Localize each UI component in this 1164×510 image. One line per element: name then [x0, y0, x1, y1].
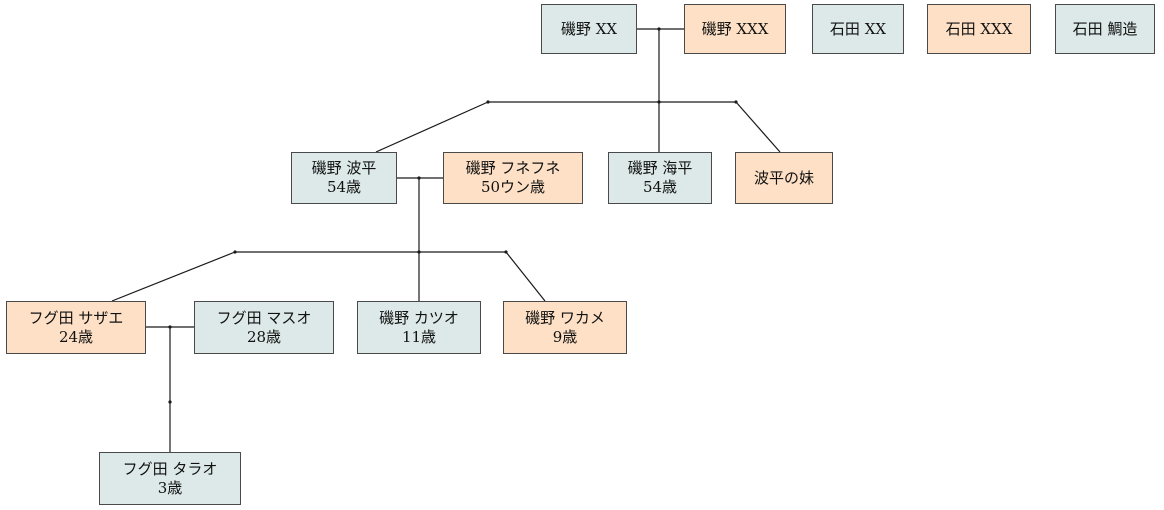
- person-masuo[interactable]: フグ田 マスオ 28歳: [194, 301, 334, 354]
- person-name: 磯野 波平: [311, 159, 377, 177]
- person-name: フグ田 マスオ: [216, 308, 312, 327]
- branch-to-sister: [735, 101, 781, 153]
- person-katsuo[interactable]: 磯野 カツオ 11歳: [357, 301, 481, 354]
- person-name: 石田 XX: [829, 19, 887, 38]
- person-name: フグ田 サザエ: [28, 308, 124, 327]
- junction-dot: [417, 176, 421, 180]
- person-isono-xxx[interactable]: 磯野 XXX: [684, 4, 786, 54]
- person-fune[interactable]: 磯野 フネフネ 50ウン歳: [443, 152, 583, 204]
- person-ishida-xx[interactable]: 石田 XX: [812, 4, 904, 54]
- person-isono-xx[interactable]: 磯野 XX: [541, 4, 637, 54]
- person-namihei[interactable]: 磯野 波平 54歳: [291, 152, 397, 204]
- person-name: フグ田 タラオ: [122, 459, 218, 478]
- person-name: 磯野 カツオ: [379, 308, 459, 327]
- junction-dot: [734, 100, 738, 104]
- junction-dot: [417, 250, 421, 254]
- branch-to-namihei: [375, 101, 489, 153]
- person-name: 磯野 XXX: [701, 19, 769, 38]
- person-name: 石田 鯛造: [1072, 19, 1138, 38]
- person-name: 磯野 ワカメ: [525, 308, 605, 327]
- junction-dot: [657, 100, 661, 104]
- person-name: 磯野 海平: [627, 159, 693, 177]
- branch-to-sazae: [111, 251, 236, 302]
- person-age: 11歳: [401, 327, 437, 346]
- person-age: 54歳: [326, 178, 362, 196]
- junction-dot: [168, 325, 172, 329]
- person-name: 磯野 XX: [560, 19, 618, 38]
- junction-dot: [504, 250, 508, 254]
- person-name: 波平の妹: [753, 168, 814, 187]
- person-age: 54歳: [642, 178, 678, 196]
- junction-dot: [233, 250, 237, 254]
- junction-dot: [168, 400, 172, 404]
- person-ishida-xxx[interactable]: 石田 XXX: [927, 4, 1031, 54]
- branch-to-wakame: [505, 251, 546, 302]
- person-age: 28歳: [246, 327, 282, 346]
- person-wakame[interactable]: 磯野 ワカメ 9歳: [503, 301, 627, 354]
- person-name: 磯野 フネフネ: [465, 159, 561, 177]
- person-name: 石田 XXX: [945, 19, 1013, 38]
- person-umihei[interactable]: 磯野 海平 54歳: [608, 152, 712, 204]
- junction-dot: [657, 27, 661, 31]
- person-age: 50ウン歳: [480, 178, 546, 196]
- person-sazae[interactable]: フグ田 サザエ 24歳: [6, 301, 146, 354]
- person-namihei-sister[interactable]: 波平の妹: [735, 152, 833, 204]
- junction-dot: [486, 100, 490, 104]
- person-age: 3歳: [157, 478, 183, 497]
- person-age: 9歳: [552, 327, 578, 346]
- person-tarao[interactable]: フグ田 タラオ 3歳: [99, 452, 241, 505]
- person-age: 24歳: [58, 327, 94, 346]
- person-ishida-taizo[interactable]: 石田 鯛造: [1055, 4, 1155, 54]
